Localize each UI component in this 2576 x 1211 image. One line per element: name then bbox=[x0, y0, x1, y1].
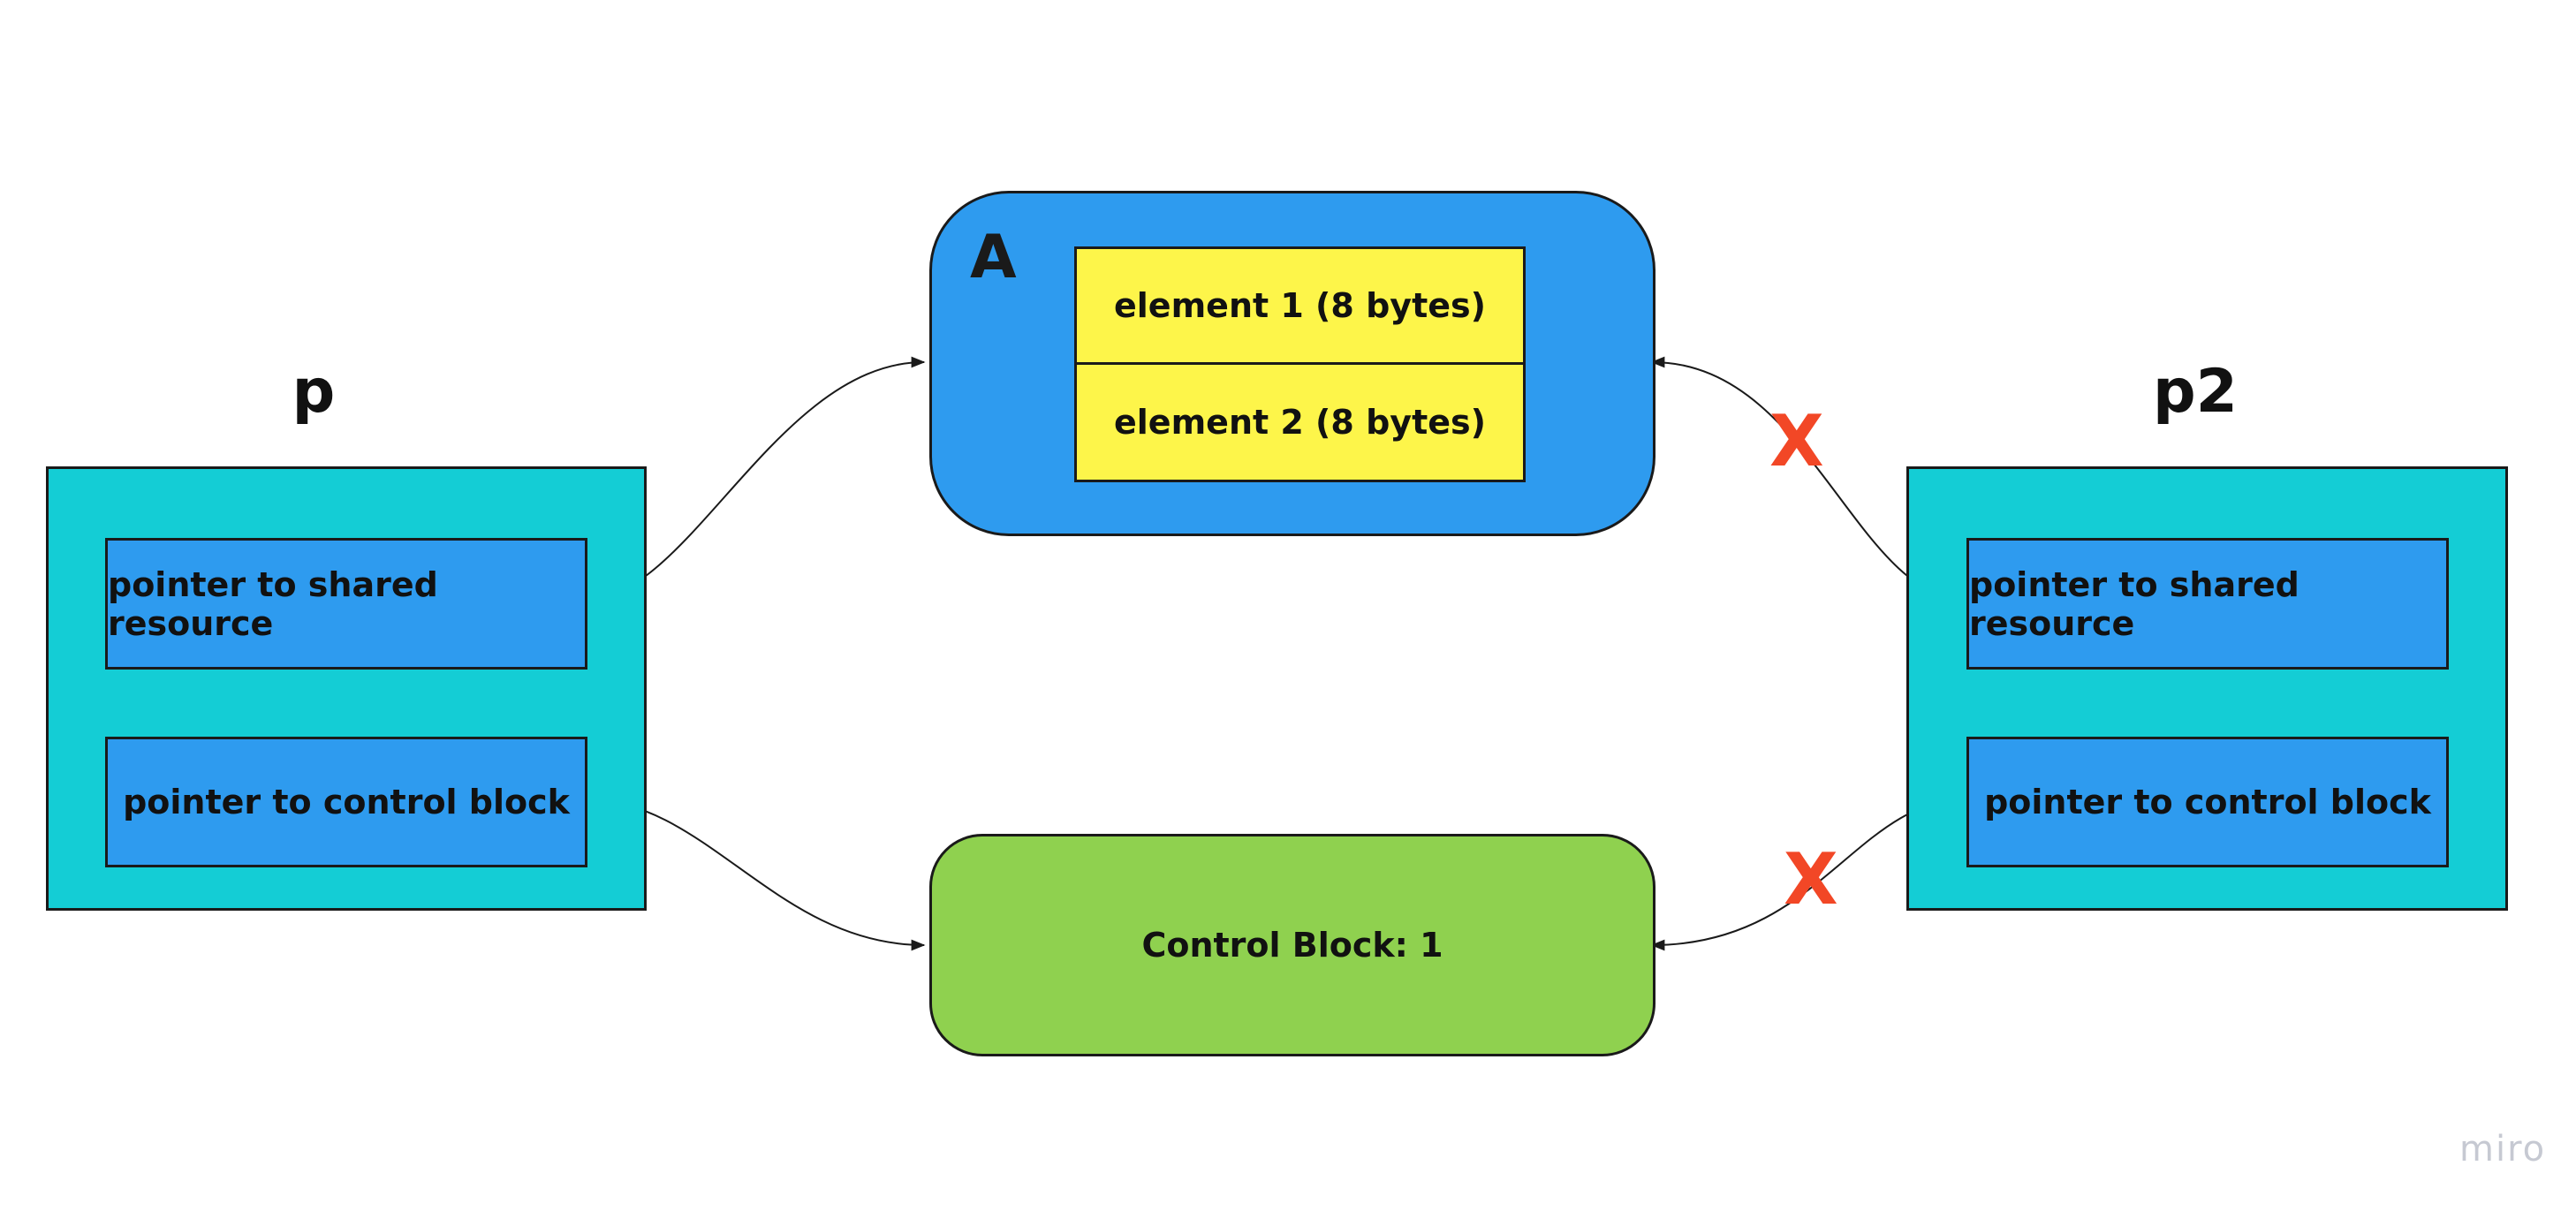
broken-link-mark-resource: X bbox=[1769, 400, 1824, 482]
pointer-p2-label: p2 bbox=[2153, 357, 2238, 427]
resource-element-1: element 1 (8 bytes) bbox=[1074, 246, 1526, 365]
broken-link-mark-control-block: X bbox=[1784, 838, 1838, 920]
control-block: Control Block: 1 bbox=[929, 834, 1655, 1056]
miro-watermark: miro bbox=[2459, 1129, 2547, 1169]
pointer-p2-shared-resource: pointer to shared resource bbox=[1966, 538, 2449, 670]
pointer-p-shared-resource: pointer to shared resource bbox=[105, 538, 587, 670]
shared-resource-label: A bbox=[970, 223, 1017, 292]
pointer-p-label: p bbox=[292, 357, 336, 427]
pointer-p2-control-block: pointer to control block bbox=[1966, 737, 2449, 867]
pointer-p-control-block: pointer to control block bbox=[105, 737, 587, 867]
resource-element-2: element 2 (8 bytes) bbox=[1074, 362, 1526, 482]
